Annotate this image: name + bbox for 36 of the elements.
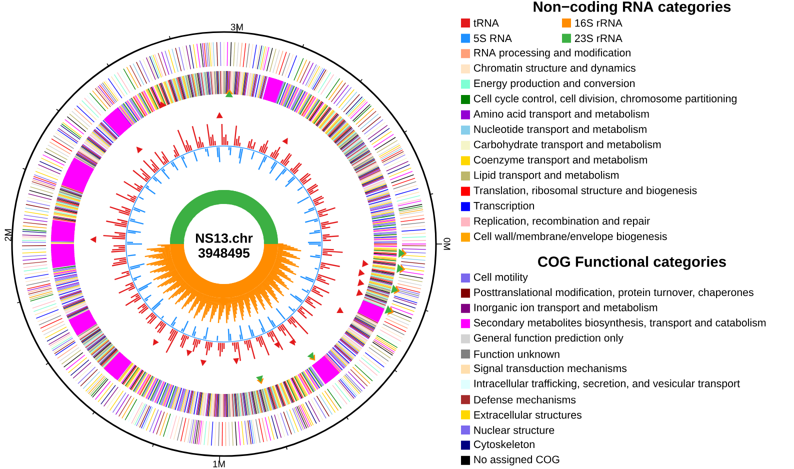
legend-label: Cell cycle control, cell division, chromosome partitioning xyxy=(474,94,736,104)
legend-label: No assigned COG xyxy=(474,455,560,466)
legend-label: Defense mechanisms xyxy=(474,396,576,404)
legend-label: Transcription xyxy=(474,202,534,212)
legend-label: Energy production and conversion xyxy=(474,79,635,90)
center-label: 3948495 xyxy=(198,248,250,258)
legend-label: Function unknown xyxy=(474,350,560,358)
legend-label: Cell motility xyxy=(474,273,528,283)
legend-label: Coenzyme transport and metabolism xyxy=(474,156,647,166)
legend-label: RNA processing and modification xyxy=(474,48,630,59)
legend-label: Amino acid transport and metabolism xyxy=(473,110,649,120)
legend-label: Carbohydrate transport and metabolism xyxy=(474,140,661,150)
legend-label: Cell wall/membrane/envelope biogenesis xyxy=(474,232,667,242)
legend-label: Cytoskeleton xyxy=(474,440,534,450)
center-label: NS13.chr xyxy=(196,233,253,243)
legend-label: Inorganic ion transport and metabolism xyxy=(474,303,658,314)
legend-heading: COG Functional categories xyxy=(538,256,726,270)
legend-label: Chromatin structure and dynamics xyxy=(474,64,636,74)
legend-label: Extracellular structures xyxy=(474,410,582,419)
legend-label: Posttranslational modification, protein turnover, chaperones xyxy=(474,288,754,298)
legend-label: Replication, recombination and repair xyxy=(474,216,650,227)
tick-label: 0M xyxy=(444,238,450,250)
legend-label: Translation, ribosomal structure and biogenesis xyxy=(474,186,697,196)
legend-label: tRNA xyxy=(474,19,499,27)
legend-label: Nuclear structure xyxy=(474,426,554,434)
legend-label: Lipid transport and metabolism xyxy=(474,171,619,181)
legend-label: 23S rRNA xyxy=(574,34,622,42)
legend-label: 5S RNA xyxy=(474,34,512,42)
legend-label: Intracellular trafficking, secretion, and vesicular transport xyxy=(474,379,740,390)
legend-label: 16S rRNA xyxy=(575,19,622,27)
legend-label: Signal transduction mechanisms xyxy=(474,364,627,374)
legend-label: Nucleotide transport and metabolism xyxy=(474,125,646,136)
legend-label: General function prediction only xyxy=(474,334,624,344)
legend-heading: Non−coding RNA categories xyxy=(534,1,731,15)
legend-label: Secondary metabolites biosynthesis, transport and catabolism xyxy=(474,318,766,329)
tick-label: 1M xyxy=(213,460,225,468)
